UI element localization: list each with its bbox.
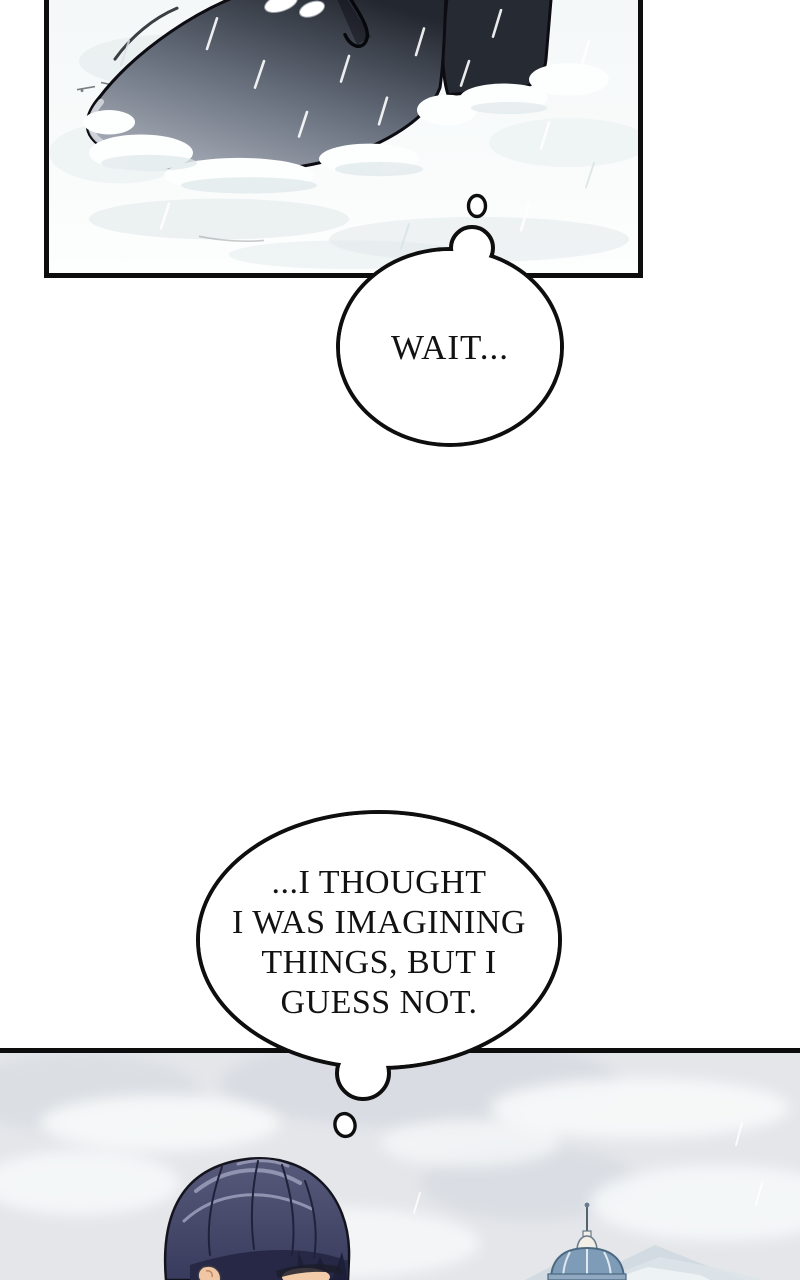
snowfall-streaks (159, 8, 591, 232)
eye-shadow-band (276, 1264, 342, 1278)
hair-highlights (182, 1159, 314, 1223)
character-head-illustration (163, 1157, 351, 1280)
shoe-crease (343, 0, 370, 48)
snow-sky-scene (0, 1053, 800, 1280)
shoe-wing-shade (337, 0, 371, 45)
ear (197, 1265, 222, 1280)
thought-text: ...I THOUGHT I WAS IMAGINING THINGS, BUT… (199, 848, 559, 1038)
thought-text-line-4: GUESS NOT. (280, 984, 478, 1021)
dome-base-band (547, 1273, 627, 1280)
panel-bottom (0, 1048, 800, 1280)
snow-drift-shadows (101, 101, 547, 194)
shoe-in-snow-illustration (49, 0, 638, 273)
ear-inner-line (205, 1270, 213, 1278)
castle-dome-illustration (547, 1202, 627, 1280)
panel-top (44, 0, 643, 278)
thought-text-line-3: THINGS, BUT I (261, 944, 497, 981)
hair (163, 1157, 351, 1280)
wait-text: WAIT... (390, 327, 510, 367)
spire-ball (584, 1202, 590, 1208)
shoe-laces (264, 0, 325, 18)
hair-strand-lines (207, 1160, 317, 1259)
snowfall-streaks-bottom (413, 1122, 763, 1214)
thought-text-line-2: I WAS IMAGINING (232, 904, 526, 941)
snowfall-streaks-faint (120, 39, 595, 250)
thought-text-line-1: ...I THOUGHT (271, 864, 487, 901)
